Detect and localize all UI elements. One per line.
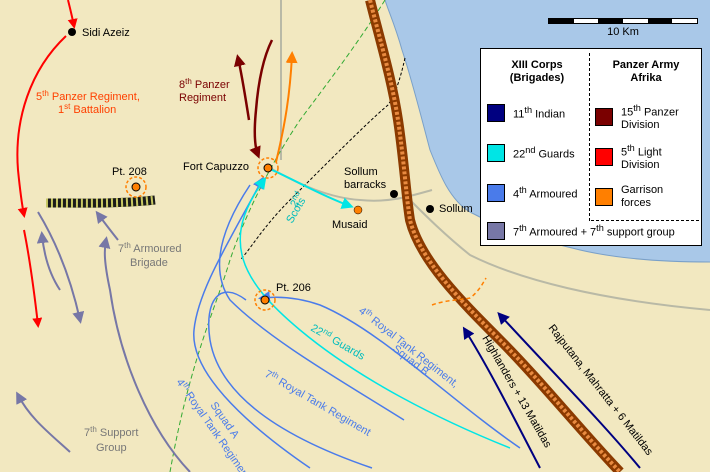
panzer8-arrow-2 bbox=[233, 54, 251, 121]
legend-item-support: 7th Armoured + 7th support group bbox=[487, 221, 675, 241]
label-musaid: Musaid bbox=[332, 219, 367, 231]
fort-capuzzo-dot bbox=[263, 163, 273, 173]
swatch-support bbox=[487, 222, 505, 240]
legend-col2-title: Panzer Army Afrika bbox=[593, 59, 699, 85]
label-sidi-azeiz: Sidi Azeiz bbox=[82, 27, 130, 39]
fort-capuzzo-ring bbox=[257, 157, 279, 179]
legend-divider bbox=[589, 53, 590, 221]
rtr4b-arrow-2 bbox=[218, 184, 405, 421]
halfaya-garrison-line bbox=[431, 277, 487, 306]
panzer5-arrow-top bbox=[67, 0, 78, 29]
rtr4a-arrow bbox=[193, 176, 311, 469]
scale-label: 10 Km bbox=[607, 26, 639, 38]
legend-text-support: 7th Armoured + 7th support group bbox=[513, 223, 675, 239]
swatch-guards bbox=[487, 144, 505, 162]
label-scots-line1: 2nd bbox=[286, 189, 306, 209]
legend-separator bbox=[591, 220, 699, 221]
label-panzer5-line1: 5th Panzer Regiment, bbox=[36, 89, 140, 103]
label-panzer5-line2: 1st Battalion bbox=[58, 102, 116, 116]
armoured7-arrow-2 bbox=[95, 210, 119, 241]
armoured7-arrow-1 bbox=[36, 231, 61, 291]
pt208-dot bbox=[131, 182, 141, 192]
rajputana-arrow bbox=[497, 312, 641, 469]
legend-item-armoured: 4th Armoured bbox=[487, 183, 578, 203]
legend-col1-title: XIII Corps (Brigades) bbox=[487, 59, 587, 85]
legend-item-indian: 11th Indian bbox=[487, 103, 565, 123]
label-pt208: Pt. 208 bbox=[112, 166, 147, 178]
swatch-panzer15 bbox=[595, 108, 613, 126]
label-armoured7-line1: 7th Armoured bbox=[118, 241, 182, 255]
legend-text-guards: 22nd Guards bbox=[513, 145, 575, 161]
sollum-barracks-dot bbox=[390, 190, 398, 198]
label-panzer8-line2: Regiment bbox=[179, 92, 226, 104]
swatch-armoured bbox=[487, 184, 505, 202]
legend-item-guards: 22nd Guards bbox=[487, 143, 575, 163]
scale-bar: 10 Km bbox=[548, 18, 698, 38]
sidi-azeiz-dot bbox=[68, 28, 76, 36]
panzer8-arrow-1 bbox=[249, 39, 274, 159]
swatch-indian bbox=[487, 104, 505, 122]
pt206-dot bbox=[260, 295, 270, 305]
legend-col2-subtitle: Afrika bbox=[630, 72, 662, 84]
legend-text-armoured: 4th Armoured bbox=[513, 185, 578, 201]
coastline bbox=[384, 0, 710, 263]
highlanders-arrow bbox=[462, 326, 541, 469]
label-sollum: Sollum bbox=[439, 203, 473, 215]
legend-text-indian: 11th Indian bbox=[513, 105, 566, 121]
musaid-dot bbox=[353, 205, 363, 215]
rtr4b-arrow bbox=[258, 291, 521, 449]
legend-col1-subtitle: (Brigades) bbox=[509, 72, 565, 84]
label-panzer8-line1: 8th Panzer bbox=[179, 77, 230, 91]
label-sollum-barracks-2: barracks bbox=[344, 179, 387, 191]
escarpment-fill bbox=[368, 0, 622, 472]
label-armoured7-line2: Brigade bbox=[130, 257, 168, 269]
panzer5-arrow-lower bbox=[23, 229, 43, 328]
pt208-ring bbox=[125, 176, 147, 198]
rtr7-arrow bbox=[208, 291, 373, 469]
armoured7-arrow-3 bbox=[37, 211, 85, 324]
label-support7-line1: 7th Support bbox=[84, 425, 138, 439]
support7-arrow bbox=[98, 236, 191, 472]
label-support7-line2: Group bbox=[96, 442, 127, 454]
panzer5-arrow-main bbox=[16, 35, 67, 218]
scots-arrow bbox=[271, 169, 354, 209]
pt208-ridge-hatch bbox=[45, 195, 156, 208]
black-dotted-boundary bbox=[239, 57, 406, 261]
swatch-light5 bbox=[595, 148, 613, 166]
support7-arrow-2 bbox=[16, 391, 71, 453]
guards22-arrow bbox=[239, 176, 511, 449]
road-sollum-coast bbox=[409, 199, 710, 311]
pt206-ring bbox=[254, 289, 276, 311]
sollum-dot bbox=[426, 205, 434, 213]
garrison-arrow bbox=[275, 51, 298, 163]
label-pt206: Pt. 206 bbox=[276, 282, 311, 294]
legend-col2-title-line: Panzer Army bbox=[612, 59, 680, 71]
label-sollum-barracks-1: Sollum bbox=[344, 166, 378, 178]
green-dashed-boundary bbox=[169, 0, 386, 472]
label-fort-capuzzo: Fort Capuzzo bbox=[183, 161, 249, 173]
swatch-garrison bbox=[595, 188, 613, 206]
legend-col1-title-line: XIII Corps bbox=[511, 59, 563, 71]
scale-bar-segments bbox=[548, 18, 698, 24]
legend: XIII Corps (Brigades) Panzer Army Afrika… bbox=[480, 48, 702, 246]
